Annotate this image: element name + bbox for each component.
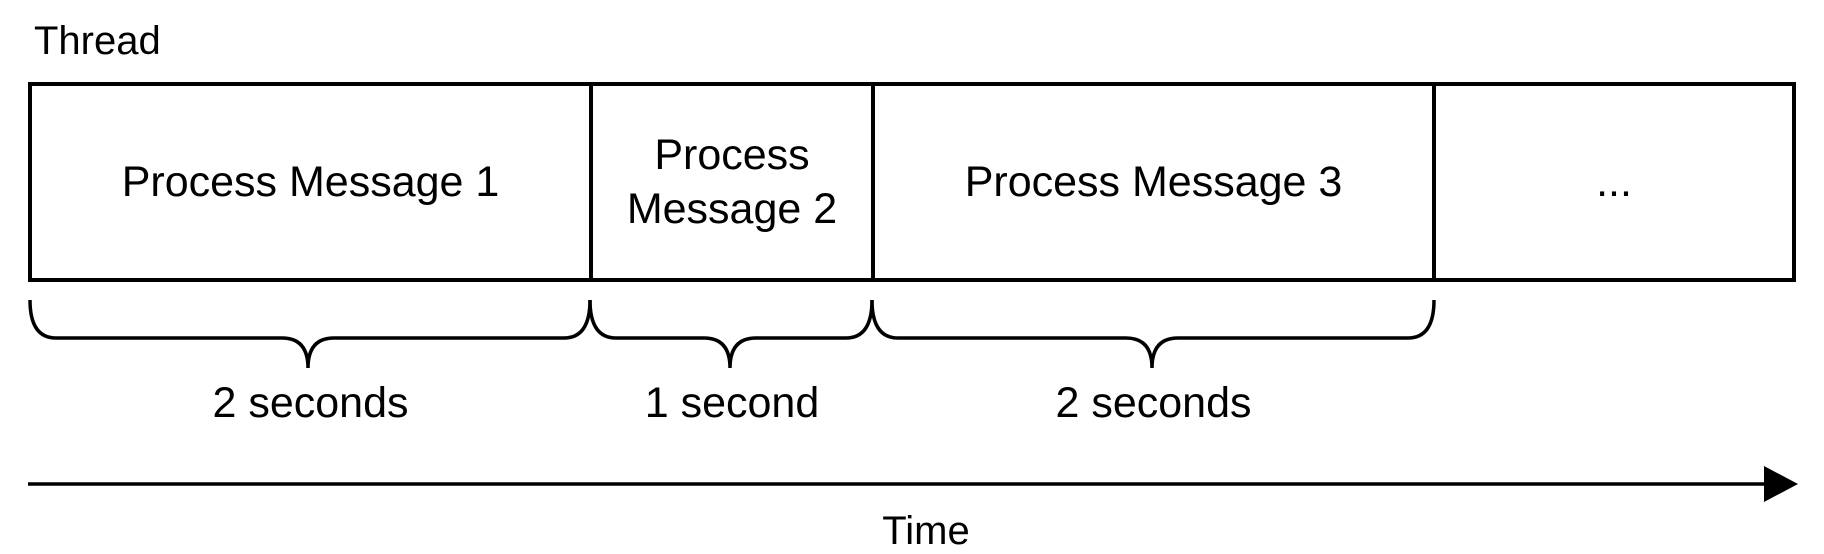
process-message-3-box: Process Message 3 — [871, 82, 1436, 282]
process-message-2-label: Process Message 2 — [626, 131, 838, 233]
duration-label-2: 1 second — [644, 379, 820, 427]
duration-brace-1 — [28, 299, 592, 369]
duration-brace-3 — [870, 299, 1436, 369]
duration-label-1: 2 seconds — [212, 379, 409, 427]
ellipsis-label: ... — [1596, 158, 1632, 206]
ellipsis-box: ... — [1432, 82, 1796, 282]
time-axis-label: Time — [882, 509, 970, 553]
thread-label: Thread — [34, 19, 161, 63]
duration-label-3: 2 seconds — [1055, 379, 1252, 427]
process-message-1-box: Process Message 1 — [28, 82, 593, 282]
process-message-1-label: Process Message 1 — [121, 158, 500, 206]
duration-brace-2 — [588, 299, 874, 369]
process-message-3-label: Process Message 3 — [964, 158, 1343, 206]
time-arrow-head — [1764, 466, 1798, 502]
process-message-2-box: Process Message 2 — [589, 82, 875, 282]
